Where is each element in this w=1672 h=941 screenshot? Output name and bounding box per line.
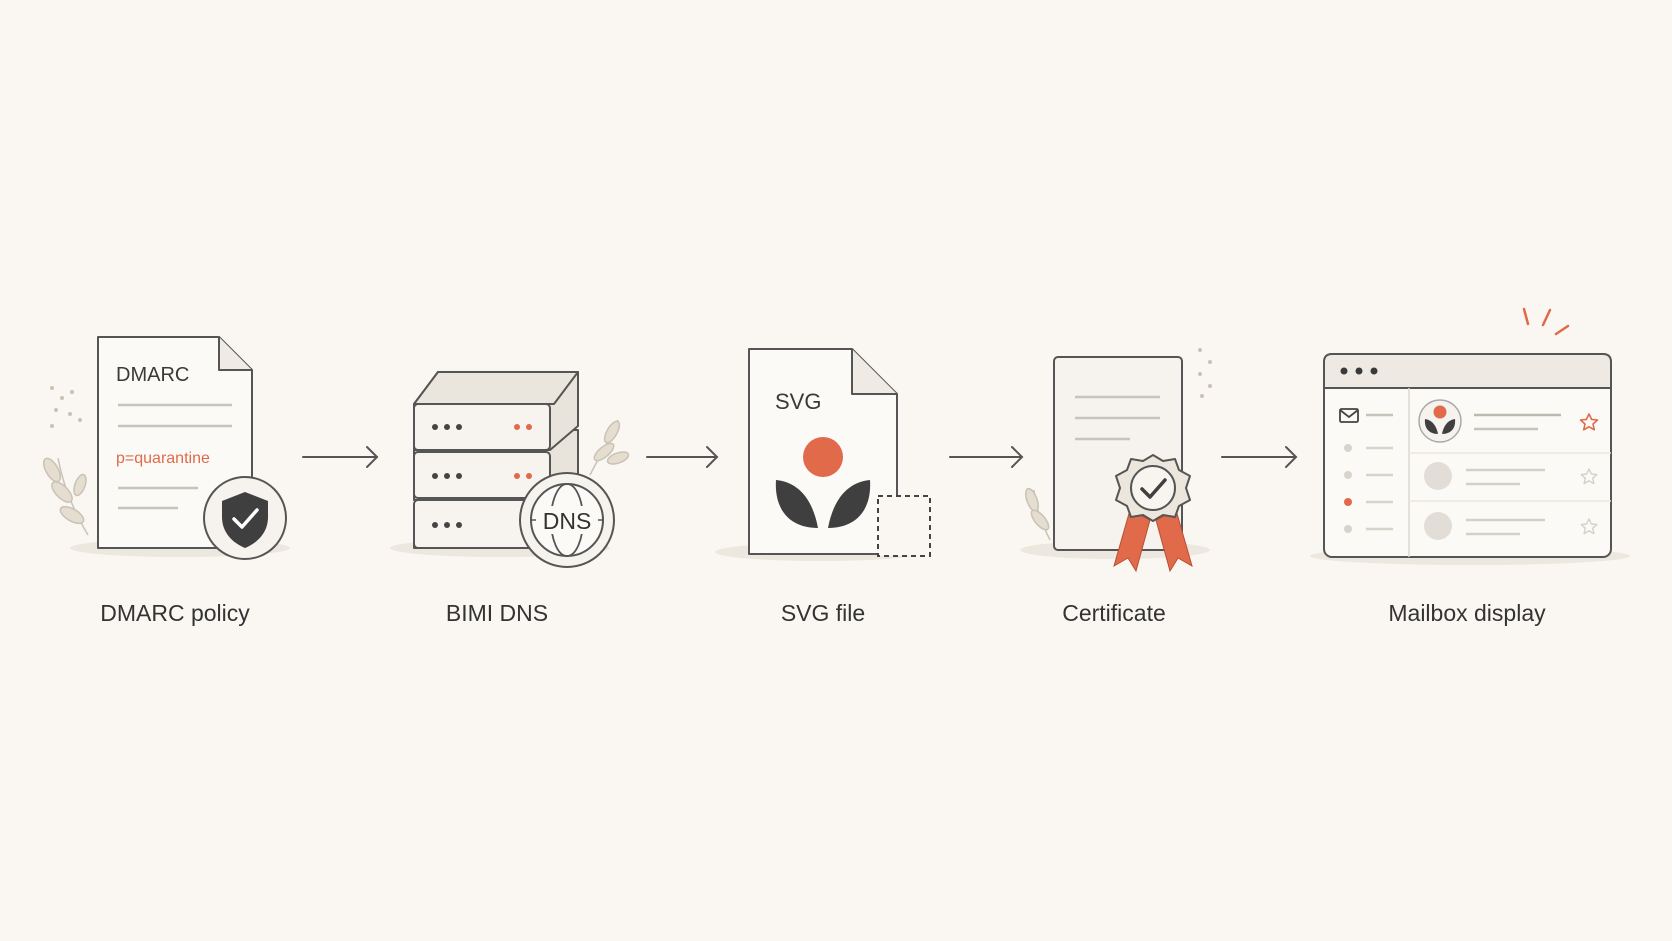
- dmarc-doc-title: DMARC: [116, 364, 189, 386]
- arrow-right-icon: [646, 446, 719, 468]
- dashed-frame: [877, 495, 931, 557]
- server-unit-top: [413, 371, 579, 451]
- step-label-svg-file: SVG file: [780, 600, 866, 626]
- bimi-dns-step: DNS: [390, 371, 630, 568]
- svg-doc-title: SVG: [775, 389, 821, 414]
- star-icon: [1580, 468, 1598, 485]
- svg-file-step: SVG: [715, 348, 931, 561]
- step-label-dmarc-policy: DMARC policy: [100, 600, 250, 626]
- dots-decoration: [1198, 348, 1212, 398]
- mailbox-step: [1310, 307, 1630, 565]
- step-label-certificate: Certificate: [1062, 600, 1166, 626]
- dmarc-policy-value: p=quarantine: [116, 450, 210, 467]
- star-icon: [1579, 413, 1599, 431]
- step-label-bimi-dns: BIMI DNS: [445, 600, 549, 626]
- certificate-seal-icon: [1113, 454, 1193, 573]
- mail-sidebar: [1339, 408, 1393, 533]
- certificate-step: [1020, 348, 1212, 573]
- window-controls: [1340, 367, 1378, 375]
- shield-check-icon: [203, 476, 287, 560]
- brand-logo-icon: [775, 437, 871, 528]
- arrow-right-icon: [949, 446, 1024, 468]
- message-row: [1424, 462, 1598, 490]
- dots-decoration: [50, 386, 82, 428]
- leaf-decoration-icon: [1025, 487, 1051, 541]
- step-label-mailbox-display: Mailbox display: [1388, 600, 1546, 626]
- message-row: [1424, 512, 1598, 540]
- arrow-right-icon: [302, 446, 379, 468]
- sparkle-decoration: [1522, 307, 1570, 336]
- dns-badge-text: DNS: [543, 508, 592, 534]
- envelope-icon: [1339, 408, 1359, 423]
- leaf-decoration-icon: [42, 457, 89, 536]
- star-icon: [1580, 518, 1598, 535]
- arrow-right-icon: [1221, 446, 1298, 468]
- message-row-branded: [1418, 399, 1599, 443]
- leaf-decoration-icon: [589, 419, 630, 476]
- dmarc-step: DMARC p=quarantine: [42, 336, 290, 560]
- dns-globe-icon: DNS: [519, 472, 615, 568]
